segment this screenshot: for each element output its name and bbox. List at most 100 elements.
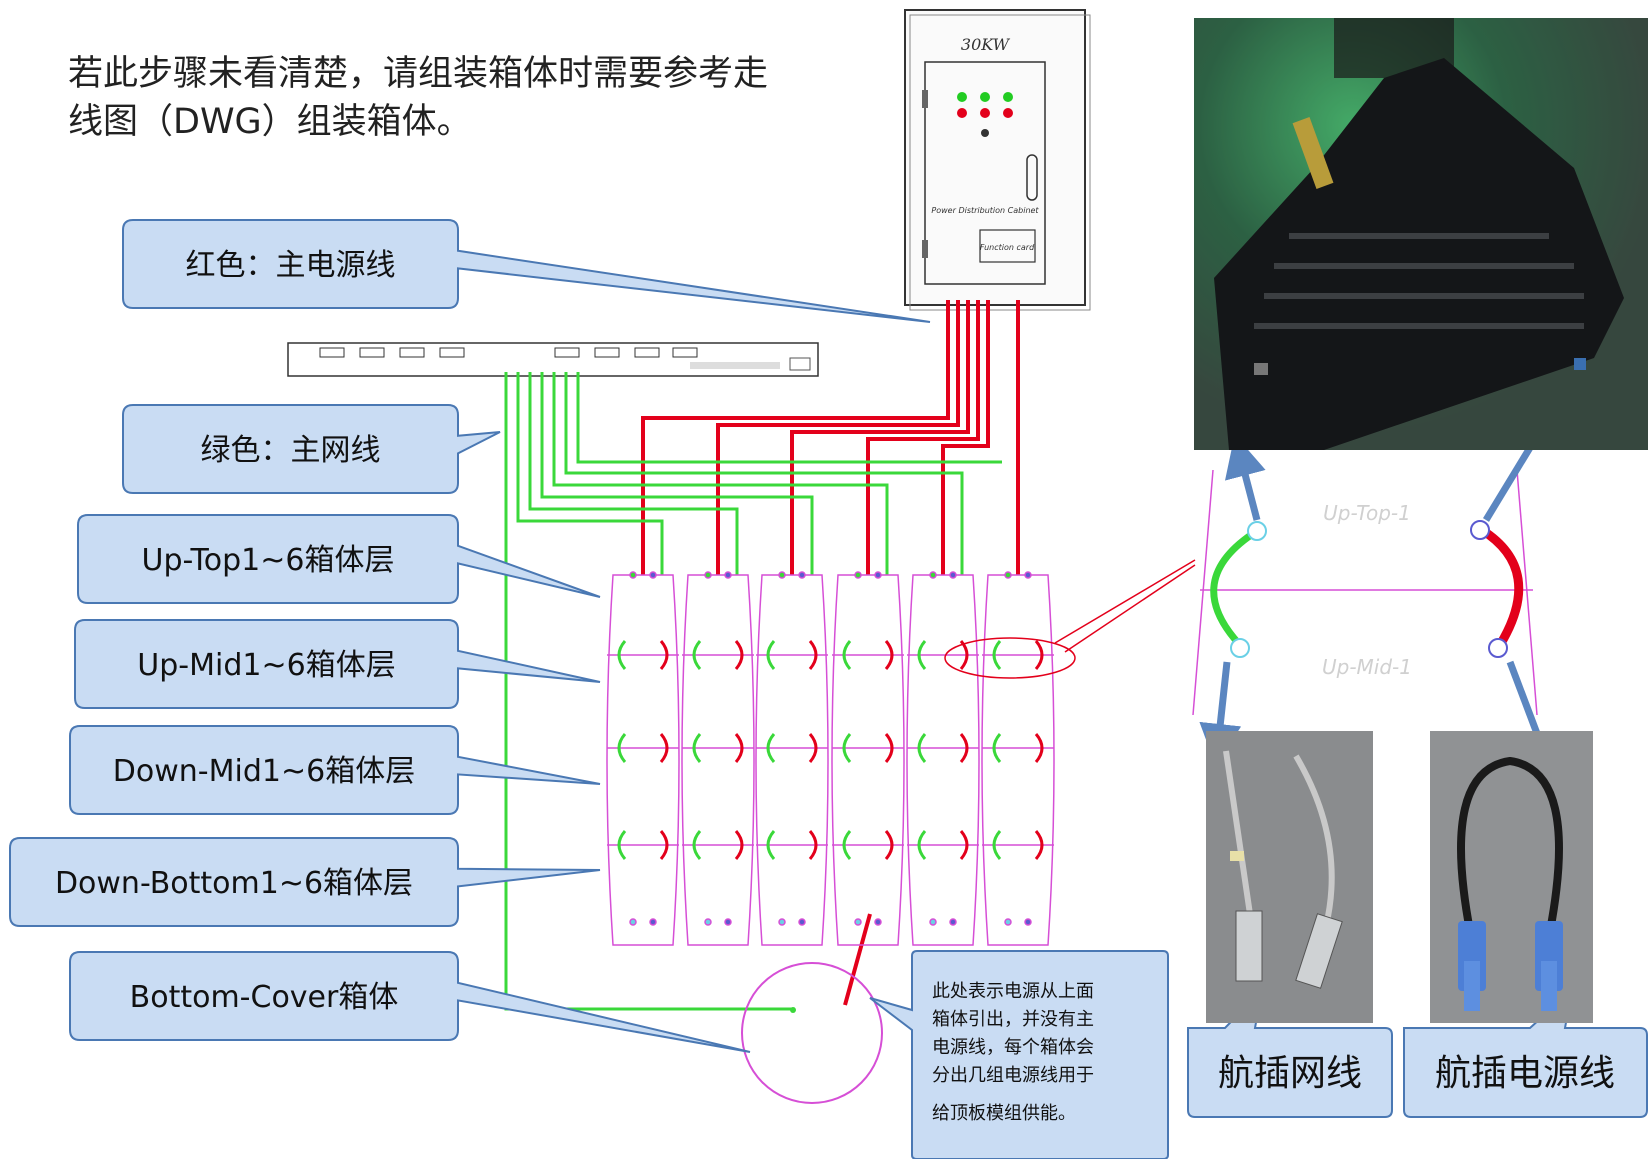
svg-text:此处表示电源从上面 箱体引出，并没有主: 此处表示电源从上面 箱体引出，并没有主 电源线，每个箱体会 分出几组电源线用于 … — [932, 981, 1100, 1124]
note-line: 电源线，每个箱体会 — [932, 1037, 1094, 1058]
callout-text: Down-Mid1~6箱体层 — [113, 754, 415, 789]
network-jumper — [766, 733, 776, 763]
bottom-port — [1024, 918, 1032, 926]
cabinet-column — [606, 574, 680, 946]
callout-text: 绿色：主网线 — [201, 433, 381, 468]
bottom-port — [778, 918, 786, 926]
cable-label-network-text: 航插网线 — [1218, 1053, 1362, 1094]
cabinet-column — [831, 574, 905, 946]
network-jumper — [617, 830, 627, 860]
bottom-port — [629, 918, 637, 926]
power-port — [798, 571, 806, 579]
callout-bubble — [77, 514, 601, 604]
power-jumper — [734, 640, 744, 670]
network-jumper — [842, 830, 852, 860]
network-jumper — [992, 830, 1002, 860]
detail-top-label: Up-Top-1 — [1323, 501, 1411, 525]
intro-text: 若此步骤未看清楚，请组装箱体时需要参考走 线图（DWG）组装箱体。 — [68, 50, 828, 146]
bottom-port — [1004, 918, 1012, 926]
cabinet-photo — [1194, 18, 1648, 450]
callout-text: Down-Bottom1~6箱体层 — [55, 866, 413, 901]
network-jumper — [842, 733, 852, 763]
bottom-port — [874, 918, 882, 926]
cable-label-power-text: 航插电源线 — [1435, 1053, 1615, 1094]
power-port — [874, 571, 882, 579]
callout-down-mid: Down-Mid1~6箱体层 — [69, 725, 601, 815]
bottom-port — [724, 918, 732, 926]
detail-highlight — [944, 559, 1196, 679]
intro-line: 若此步骤未看清楚，请组装箱体时需要参考走 — [68, 54, 769, 94]
network-jumper — [992, 733, 1002, 763]
bottom-port — [929, 918, 937, 926]
bottom-cover-cabinet — [741, 962, 883, 1104]
note-bubble: 此处表示电源从上面 箱体引出，并没有主 电源线，每个箱体会 分出几组电源线用于 … — [869, 950, 1169, 1159]
power-jumper — [884, 640, 894, 670]
callout-bubble — [122, 219, 931, 323]
network-jumper — [917, 830, 927, 860]
network-port — [704, 571, 712, 579]
power-lines — [641, 300, 1020, 1006]
detail-mid-label: Up-Mid-1 — [1322, 655, 1412, 679]
network-port — [929, 571, 937, 579]
network-jumper — [766, 830, 776, 860]
power-jumper — [734, 830, 744, 860]
power-jumper — [659, 640, 669, 670]
network-port — [629, 571, 637, 579]
power-jumper — [959, 830, 969, 860]
power-jumper — [1034, 733, 1044, 763]
power-jumper — [808, 640, 818, 670]
power-port — [649, 571, 657, 579]
bottom-port — [798, 918, 806, 926]
power-port — [949, 571, 957, 579]
power-jumper — [659, 733, 669, 763]
power-jumper — [808, 733, 818, 763]
detail-zoom: Up-Top-1 Up-Mid-1 — [1192, 469, 1538, 716]
power-jumper — [808, 830, 818, 860]
callout-up-mid: Up-Mid1~6箱体层 — [74, 619, 601, 709]
power-cable-photo — [1430, 731, 1593, 1023]
callout-text: Up-Top1~6箱体层 — [141, 543, 394, 578]
network-jumper — [842, 640, 852, 670]
network-jumper — [692, 733, 702, 763]
network-jumper — [992, 640, 1002, 670]
function-card-label: Function card — [980, 243, 1035, 252]
power-jumper — [884, 733, 894, 763]
power-jumper — [1034, 830, 1044, 860]
network-lines — [504, 372, 1002, 1011]
cabinet-name: Power Distribution Cabinet — [931, 206, 1039, 215]
network-jumper — [917, 733, 927, 763]
cabinet-column — [981, 574, 1055, 946]
power-jumper — [659, 830, 669, 860]
callout-up-top: Up-Top1~6箱体层 — [77, 514, 601, 604]
network-jumper — [917, 640, 927, 670]
cable-label-power: 航插电源线 — [1403, 987, 1648, 1118]
network-jumper — [617, 640, 627, 670]
power-jumper — [884, 830, 894, 860]
callout-bubble — [69, 951, 751, 1053]
bottom-port — [704, 918, 712, 926]
callout-bubble — [69, 725, 601, 815]
note-line: 分出几组电源线用于 — [932, 1065, 1094, 1086]
bottom-port — [949, 918, 957, 926]
note-line: 此处表示电源从上面 — [932, 981, 1094, 1002]
network-port — [1004, 571, 1012, 579]
network-jumper — [692, 830, 702, 860]
network-jumper — [692, 640, 702, 670]
power-distribution-cabinet: 30KW Power Distribution Cabinet Function… — [904, 9, 1091, 311]
power-jumper — [734, 733, 744, 763]
callout-bottom-cover: Bottom-Cover箱体 — [69, 951, 751, 1053]
cabinet-power-label: 30KW — [961, 35, 1011, 54]
note-line: 箱体引出，并没有主 — [932, 1009, 1094, 1030]
callout-down-bottom: Down-Bottom1~6箱体层 — [9, 837, 601, 927]
callout-bubble — [74, 619, 601, 709]
cabinet-column — [755, 574, 829, 946]
network-jumper — [617, 733, 627, 763]
network-port — [854, 571, 862, 579]
note-line: 给顶板模组供能。 — [932, 1103, 1076, 1124]
bottom-port — [649, 918, 657, 926]
callout-text: Up-Mid1~6箱体层 — [137, 648, 395, 683]
callout-red-power: 红色：主电源线 — [122, 219, 931, 323]
